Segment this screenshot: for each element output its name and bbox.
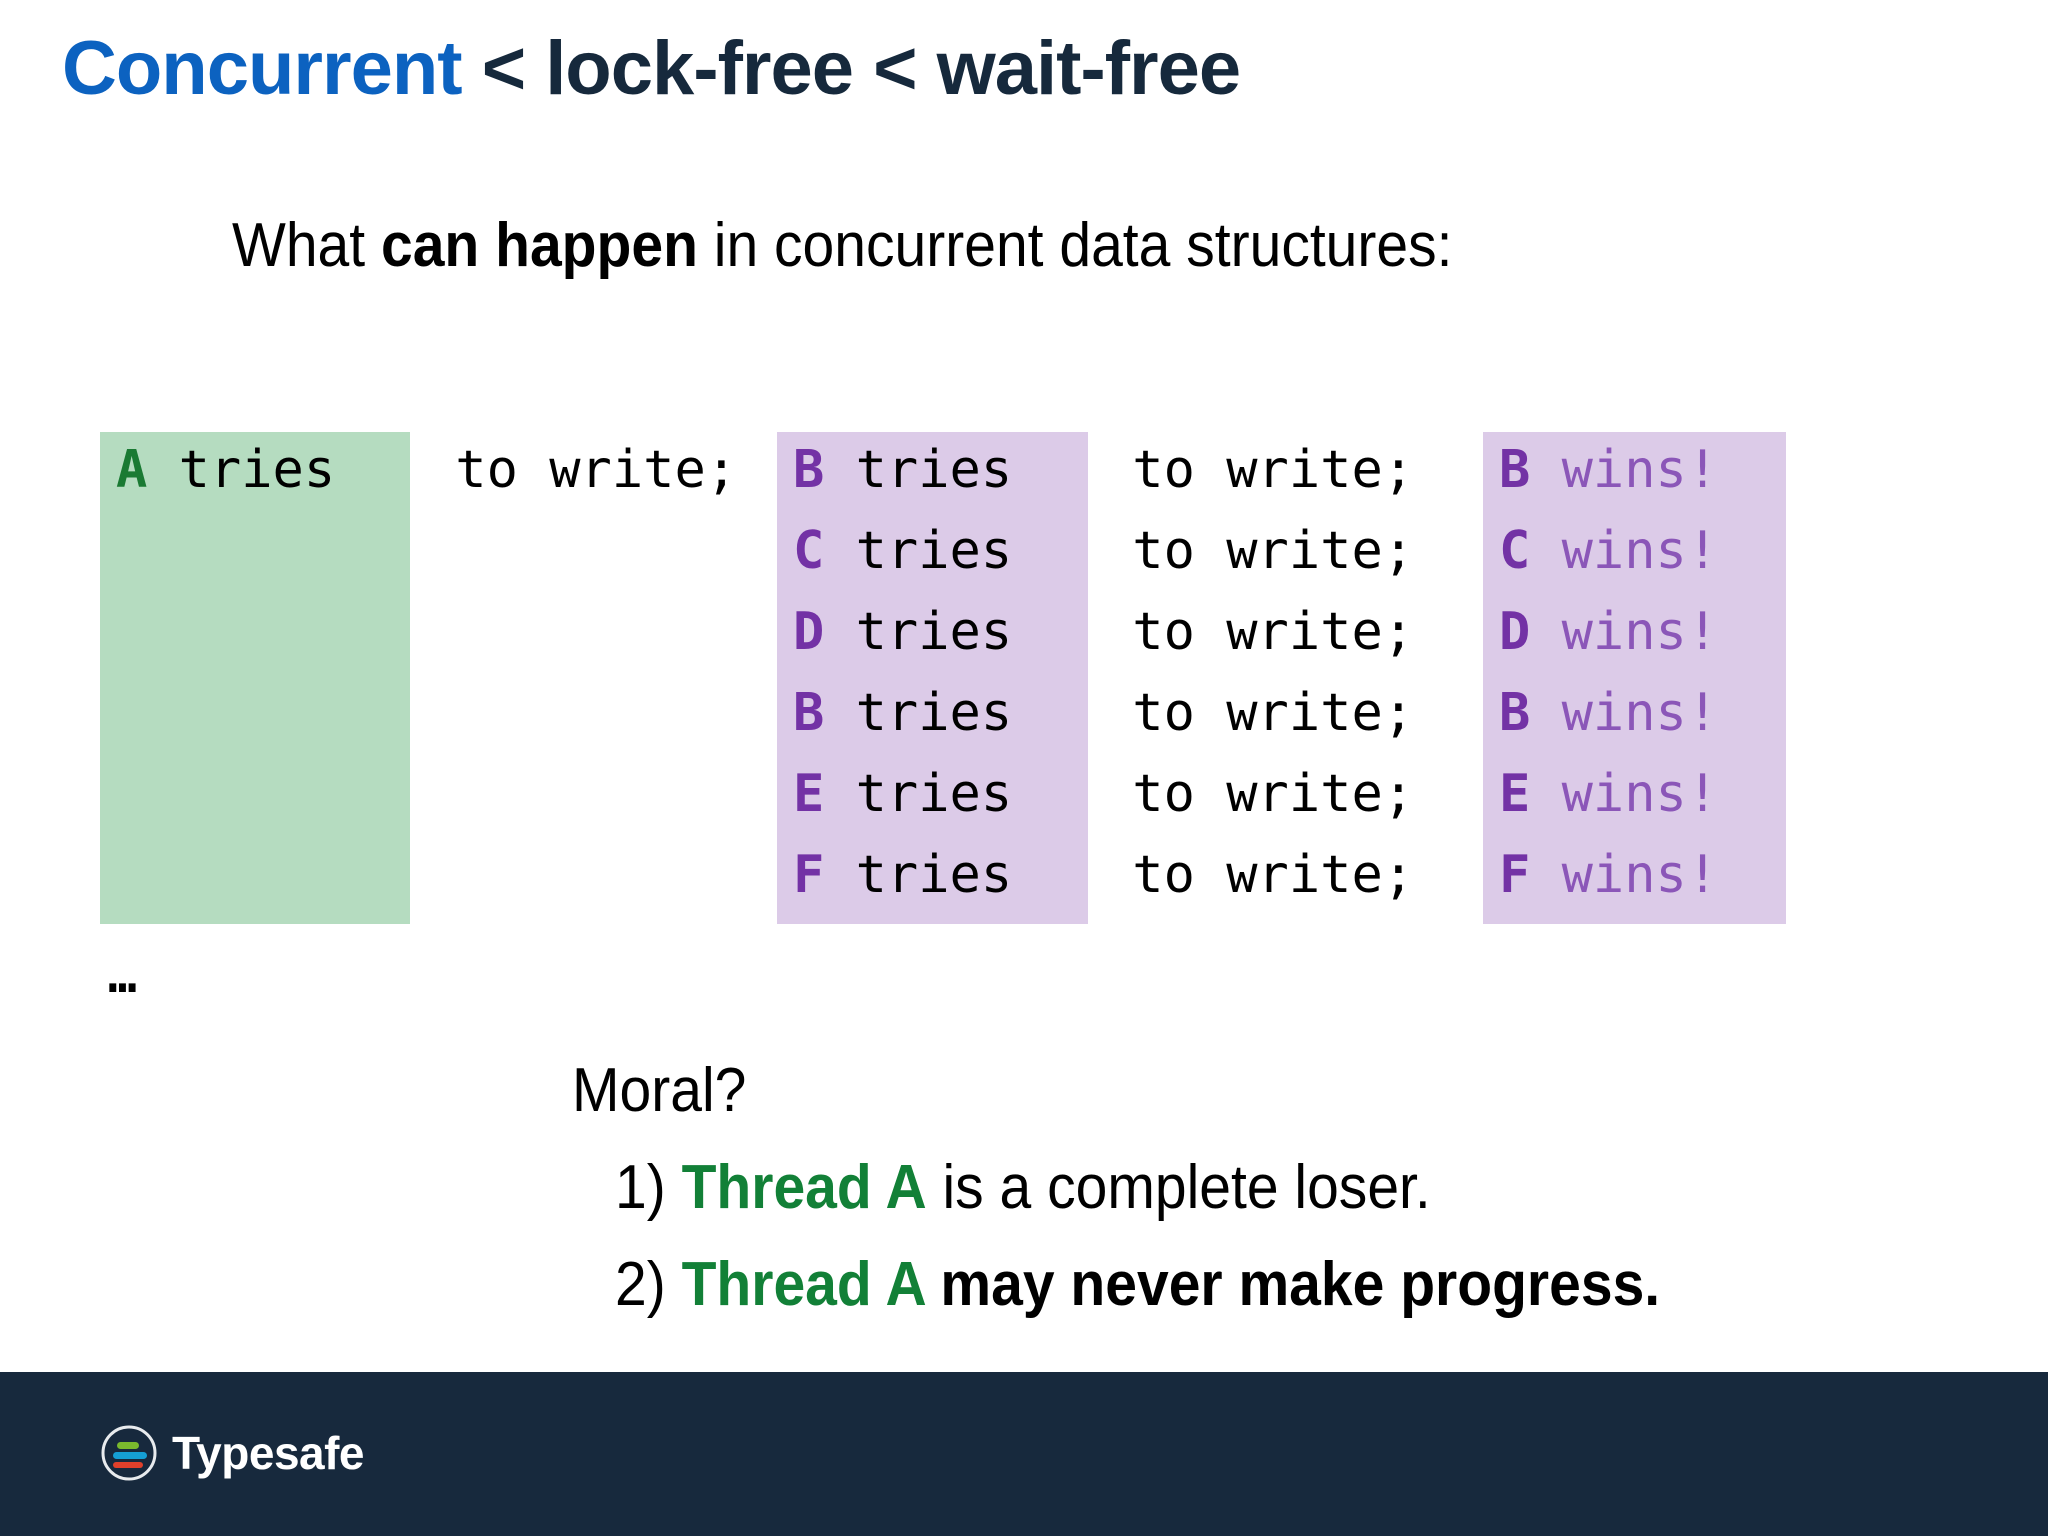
winner-result: wins! <box>1530 602 1719 662</box>
thread-action: tries <box>824 521 1013 581</box>
thread-action: tries <box>824 683 1013 743</box>
trace-row-result: B wins! <box>1499 430 1718 511</box>
moral-item-number: 1) <box>615 1153 682 1222</box>
moral-item-2: 2) Thread A may never make progress. <box>615 1249 1660 1320</box>
thread-a-tail: to write; <box>424 440 738 500</box>
moral-item-text: may never make progress. <box>924 1250 1661 1319</box>
execution-trace-block: A tries to write; B tries to write; B wi… <box>0 430 2048 930</box>
moral-item-text: is a complete loser. <box>926 1153 1431 1222</box>
trace-row-result: D wins! <box>1499 592 1718 673</box>
trace-row: C tries <box>793 511 1012 592</box>
thread-label: C <box>793 521 825 581</box>
thread-label: B <box>793 440 825 500</box>
thread-tail: to write; <box>1101 521 1415 581</box>
thread-a-highlight-box <box>100 432 410 924</box>
typesafe-logo: Typesafe <box>100 1424 365 1482</box>
thread-tail: to write; <box>1101 764 1415 824</box>
thread-tail: to write; <box>1101 602 1415 662</box>
trace-row: D tries <box>793 592 1012 673</box>
subtitle: What can happen in concurrent data struc… <box>232 211 1453 280</box>
trace-row: B tries <box>793 673 1012 754</box>
winner-label: B <box>1499 440 1531 500</box>
typesafe-logo-icon <box>100 1424 158 1482</box>
winner-result: wins! <box>1530 764 1719 824</box>
trace-line-thread-a-tail: to write; <box>424 430 737 511</box>
winner-label: B <box>1499 683 1531 743</box>
trace-row-tail: to write; <box>1101 592 1414 673</box>
trace-row-tail: to write; <box>1101 673 1414 754</box>
thread-action: tries <box>824 440 1013 500</box>
trace-line-thread-a: A tries <box>116 430 335 511</box>
moral-item-1: 1) Thread A is a complete loser. <box>615 1152 1431 1223</box>
subtitle-suffix: in concurrent data structures: <box>697 211 1453 280</box>
trace-row-result: B wins! <box>1499 673 1718 754</box>
winner-label: C <box>1499 521 1531 581</box>
trace-row-tail: to write; <box>1101 430 1414 511</box>
thread-a-action: tries <box>147 440 336 500</box>
title-rest: < lock-free < wait-free <box>461 26 1241 111</box>
other-threads-tries-highlight-box <box>777 432 1088 924</box>
moral-item-thread: Thread A <box>681 1153 927 1222</box>
winner-result: wins! <box>1530 521 1719 581</box>
thread-action: tries <box>824 764 1013 824</box>
trace-row: E tries <box>793 754 1012 835</box>
thread-action: tries <box>824 602 1013 662</box>
moral-heading: Moral? <box>572 1056 747 1125</box>
slide-footer <box>0 1372 2048 1536</box>
thread-action: tries <box>824 845 1013 905</box>
other-threads-wins-highlight-box <box>1483 432 1786 924</box>
thread-label: E <box>793 764 825 824</box>
title-highlight: Concurrent <box>62 26 463 111</box>
trace-row-tail: to write; <box>1101 511 1414 592</box>
thread-label: B <box>793 683 825 743</box>
thread-tail: to write; <box>1101 683 1415 743</box>
thread-a-label: A <box>116 440 148 500</box>
winner-label: E <box>1499 764 1531 824</box>
trace-row-tail: to write; <box>1101 835 1414 916</box>
trace-row: B tries <box>793 430 1012 511</box>
winner-label: D <box>1499 602 1531 662</box>
trace-row: F tries <box>793 835 1012 916</box>
trace-row-result: C wins! <box>1499 511 1718 592</box>
winner-label: F <box>1499 845 1531 905</box>
trace-row-result: E wins! <box>1499 754 1718 835</box>
trace-row-result: F wins! <box>1499 835 1718 916</box>
winner-result: wins! <box>1530 683 1719 743</box>
typesafe-logo-text: Typesafe <box>172 1427 365 1479</box>
trace-ellipsis: … <box>108 948 137 1004</box>
winner-result: wins! <box>1530 845 1719 905</box>
trace-row-tail: to write; <box>1101 754 1414 835</box>
thread-tail: to write; <box>1101 845 1415 905</box>
subtitle-prefix: What <box>232 211 381 280</box>
subtitle-emphasis: can happen <box>380 211 698 280</box>
thread-label: D <box>793 602 825 662</box>
moral-item-number: 2) <box>615 1250 682 1319</box>
thread-label: F <box>793 845 825 905</box>
thread-tail: to write; <box>1101 440 1415 500</box>
winner-result: wins! <box>1530 440 1719 500</box>
moral-item-thread: Thread A <box>681 1250 925 1319</box>
page-title: Concurrent < lock-free < wait-free <box>62 26 1241 111</box>
